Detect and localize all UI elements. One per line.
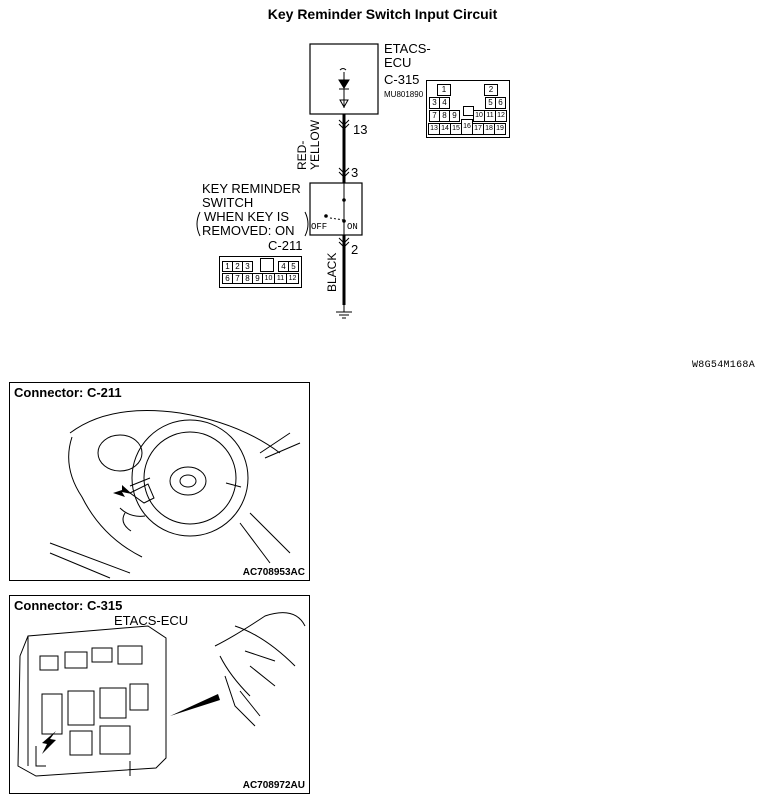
arrow-icon (113, 485, 132, 497)
panel-c315-code: AC708972AU (242, 780, 305, 791)
switch-condition-line1: WHEN KEY IS (204, 209, 290, 224)
c315-pin: 4 (439, 97, 450, 109)
ecu-name-line1: ETACS- (384, 41, 431, 56)
connector-c315-face: 1 2 3 4 5 6 7 8 9 10 11 12 13 14 15 16 1… (426, 80, 510, 138)
condition-bracket-left (196, 211, 201, 237)
panel-c315-subtitle: ETACS-ECU (114, 613, 189, 628)
c315-pin: 1 (437, 84, 451, 96)
c315-pin: 12 (495, 110, 507, 122)
wire-color-yellow-line2: YELLOW (308, 119, 322, 170)
connector-mark-2 (338, 237, 350, 248)
connector-c315-panel: Connector: C-315 ETACS-ECU AC708972AU (9, 595, 310, 794)
c211-pin: 3 (242, 261, 253, 272)
switch-on-label: ON (347, 222, 358, 232)
switch-name-line1: KEY REMINDER (202, 181, 301, 196)
switch-box (309, 182, 363, 236)
c211-pin: 12 (286, 273, 299, 284)
c315-pin: 9 (449, 110, 460, 122)
diode-symbol (338, 68, 350, 109)
steering-column-illustration (49, 410, 301, 579)
switch-pin-2: 2 (351, 242, 359, 257)
switch-off-label: OFF (311, 222, 328, 232)
diagram-title: Key Reminder Switch Input Circuit (267, 6, 498, 22)
switch-pin-3: 3 (351, 165, 359, 180)
panel-c211-code: AC708953AC (242, 567, 305, 578)
ecu-name-line2: ECU (384, 55, 412, 70)
switch-condition-line2: REMOVED: ON (202, 223, 295, 238)
c315-pin: 6 (495, 97, 506, 109)
ecu-part-number: MU801890 (384, 90, 424, 99)
c315-pin: 2 (484, 84, 498, 96)
pointer-wedge (170, 694, 220, 716)
connector-c211-panel: Connector: C-211 AC708953AC (9, 382, 310, 581)
connector-mark-3 (338, 167, 350, 178)
connector-c211-face: 1 2 3 4 5 6 7 8 9 10 11 12 (219, 256, 302, 288)
c211-pin: 5 (288, 261, 299, 272)
ecu-pin-13: 13 (353, 122, 368, 137)
c211-key (260, 258, 274, 272)
condition-bracket-right (304, 211, 309, 237)
figure-id: W8G54M168A (691, 360, 755, 371)
c315-pin: 19 (494, 123, 506, 135)
panel-c211-title: Connector: C-211 (14, 385, 122, 400)
ecu-connector-label: C-315 (384, 72, 420, 87)
etacs-ecu-illustration (17, 612, 306, 777)
panel-c315-title: Connector: C-315 (14, 598, 123, 613)
arrow-icon (42, 731, 56, 754)
circuit-diagram (196, 43, 379, 319)
ground-icon (336, 305, 352, 319)
connector-mark-13 (338, 119, 350, 130)
switch-name-line2: SWITCH (202, 195, 254, 210)
wire-color-black: BLACK (325, 252, 339, 292)
switch-connector-label: C-211 (268, 238, 303, 253)
